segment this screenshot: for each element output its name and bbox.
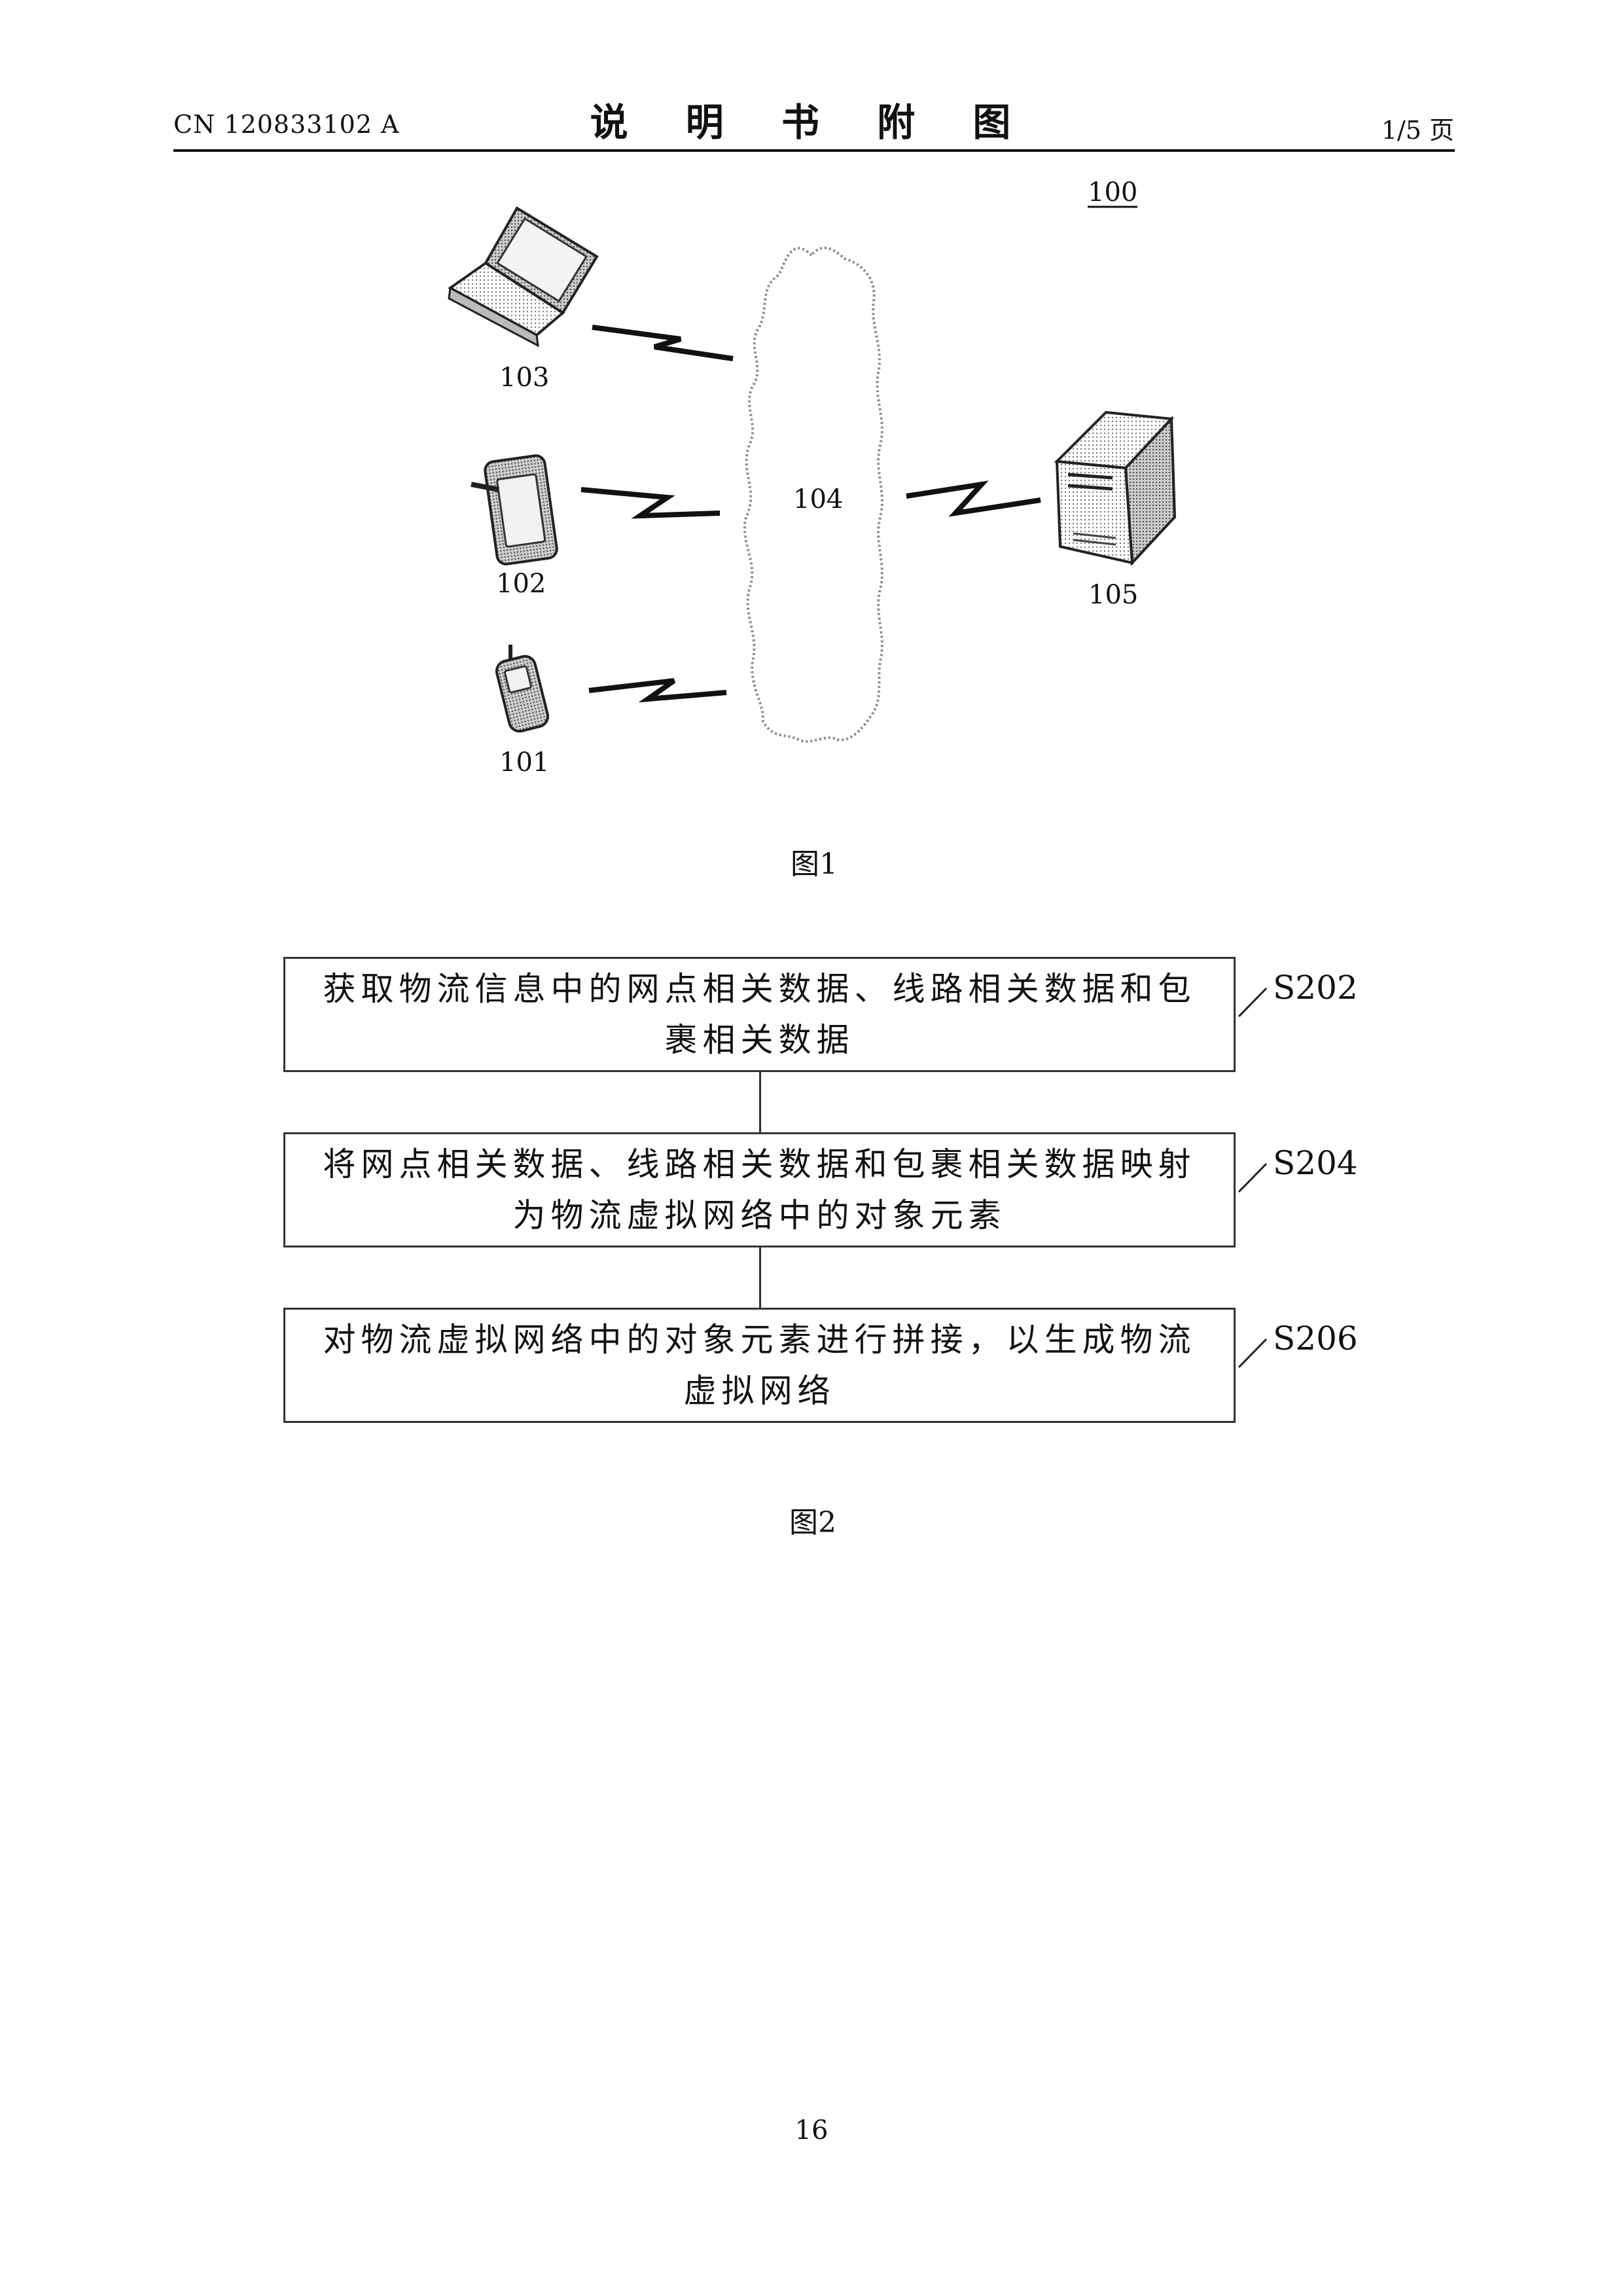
page-number: 16: [0, 2115, 1623, 2145]
step-label-leaders: [0, 0, 1623, 1505]
figure-2-caption: 图2: [715, 1499, 911, 1541]
